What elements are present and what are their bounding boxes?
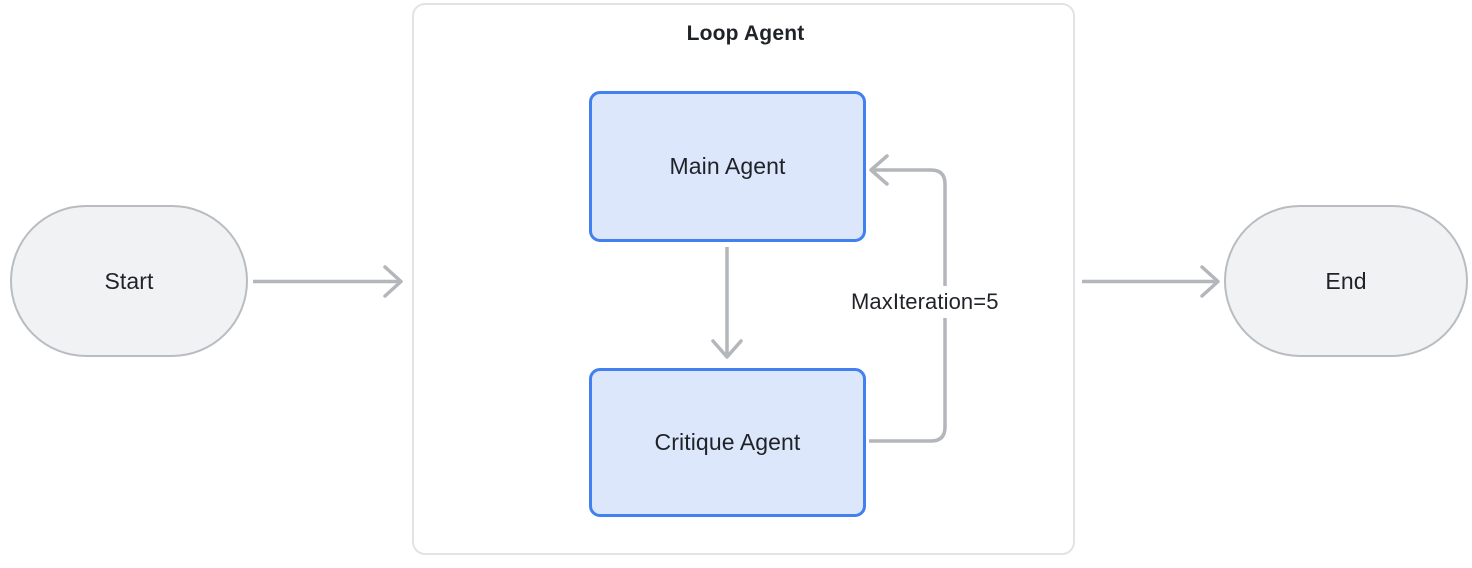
node-end-label: End [1325, 267, 1367, 294]
node-main-agent[interactable]: Main Agent [589, 91, 866, 242]
edge-loop-to-end [1082, 265, 1220, 298]
node-start-label: Start [104, 267, 154, 294]
loop-agent-container[interactable]: Loop Agent [412, 3, 1075, 555]
loop-edge-label: MaxIteration=5 [845, 286, 1005, 318]
loop-agent-title: Loop Agent [686, 22, 805, 45]
node-critique-agent-label: Critique Agent [654, 429, 801, 455]
node-start[interactable]: Start [10, 205, 248, 357]
edge-start-to-loop [253, 265, 403, 298]
node-end[interactable]: End [1224, 205, 1468, 357]
node-critique-agent[interactable]: Critique Agent [589, 368, 866, 517]
node-main-agent-label: Main Agent [669, 153, 786, 179]
